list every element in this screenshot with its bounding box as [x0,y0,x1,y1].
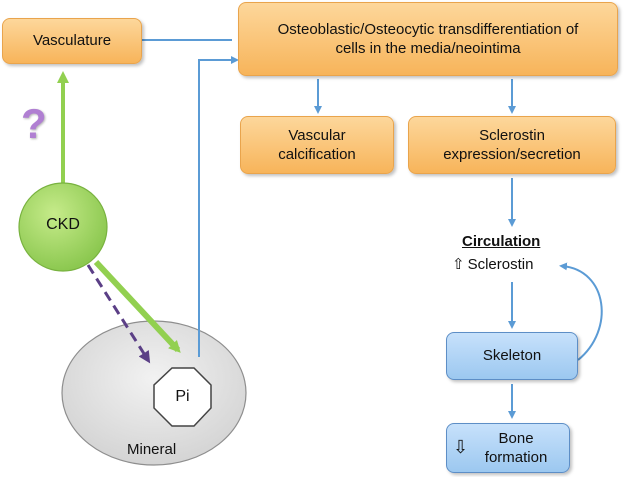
skeleton-feedback-arrow [559,262,603,361]
pi-label: Pi [175,388,190,405]
circulation-sclerostin-label: Sclerostin [467,256,534,273]
skeleton-box: Skeleton [446,332,578,380]
vascular-calcification-box: Vascular calcification [240,116,394,174]
mineral-label: Mineral [127,441,177,458]
up-arrow-icon: ⇧ [452,256,465,273]
vasculature-label: Vasculature [32,32,112,50]
ckd-to-pi-dashed-arrow [86,264,151,364]
bone-formation-label: Bone formation [484,429,548,467]
transdiff-box: Osteoblastic/Osteocytic transdifferentia… [238,2,618,76]
skeleton-label: Skeleton [482,347,542,365]
ckd-circle [18,182,108,272]
sclerostin-expression-label: Sclerostin expression/secretion [443,126,581,164]
pi-to-transdiff-arrow [198,56,239,357]
sclerostin-expression-box: Sclerostin expression/secretion [408,116,616,174]
transdiff-label: Osteoblastic/Osteocytic transdifferentia… [277,20,579,58]
bone-formation-box: ⇩ Bone formation [446,423,570,473]
circulation-sclerostin-row: ⇧Sclerostin [452,255,533,273]
ckd-to-pi-arrow [93,259,181,353]
circulation-title: Circulation [462,233,541,250]
ckd-label: CKD [46,216,80,233]
down-arrow-icon: ⇩ [453,437,469,458]
pi-octagon [153,367,212,427]
vasculature-box: Vasculature [2,18,142,64]
vascular-calcification-label: Vascular calcification [278,126,356,164]
question-mark-icon: ? [21,100,47,147]
